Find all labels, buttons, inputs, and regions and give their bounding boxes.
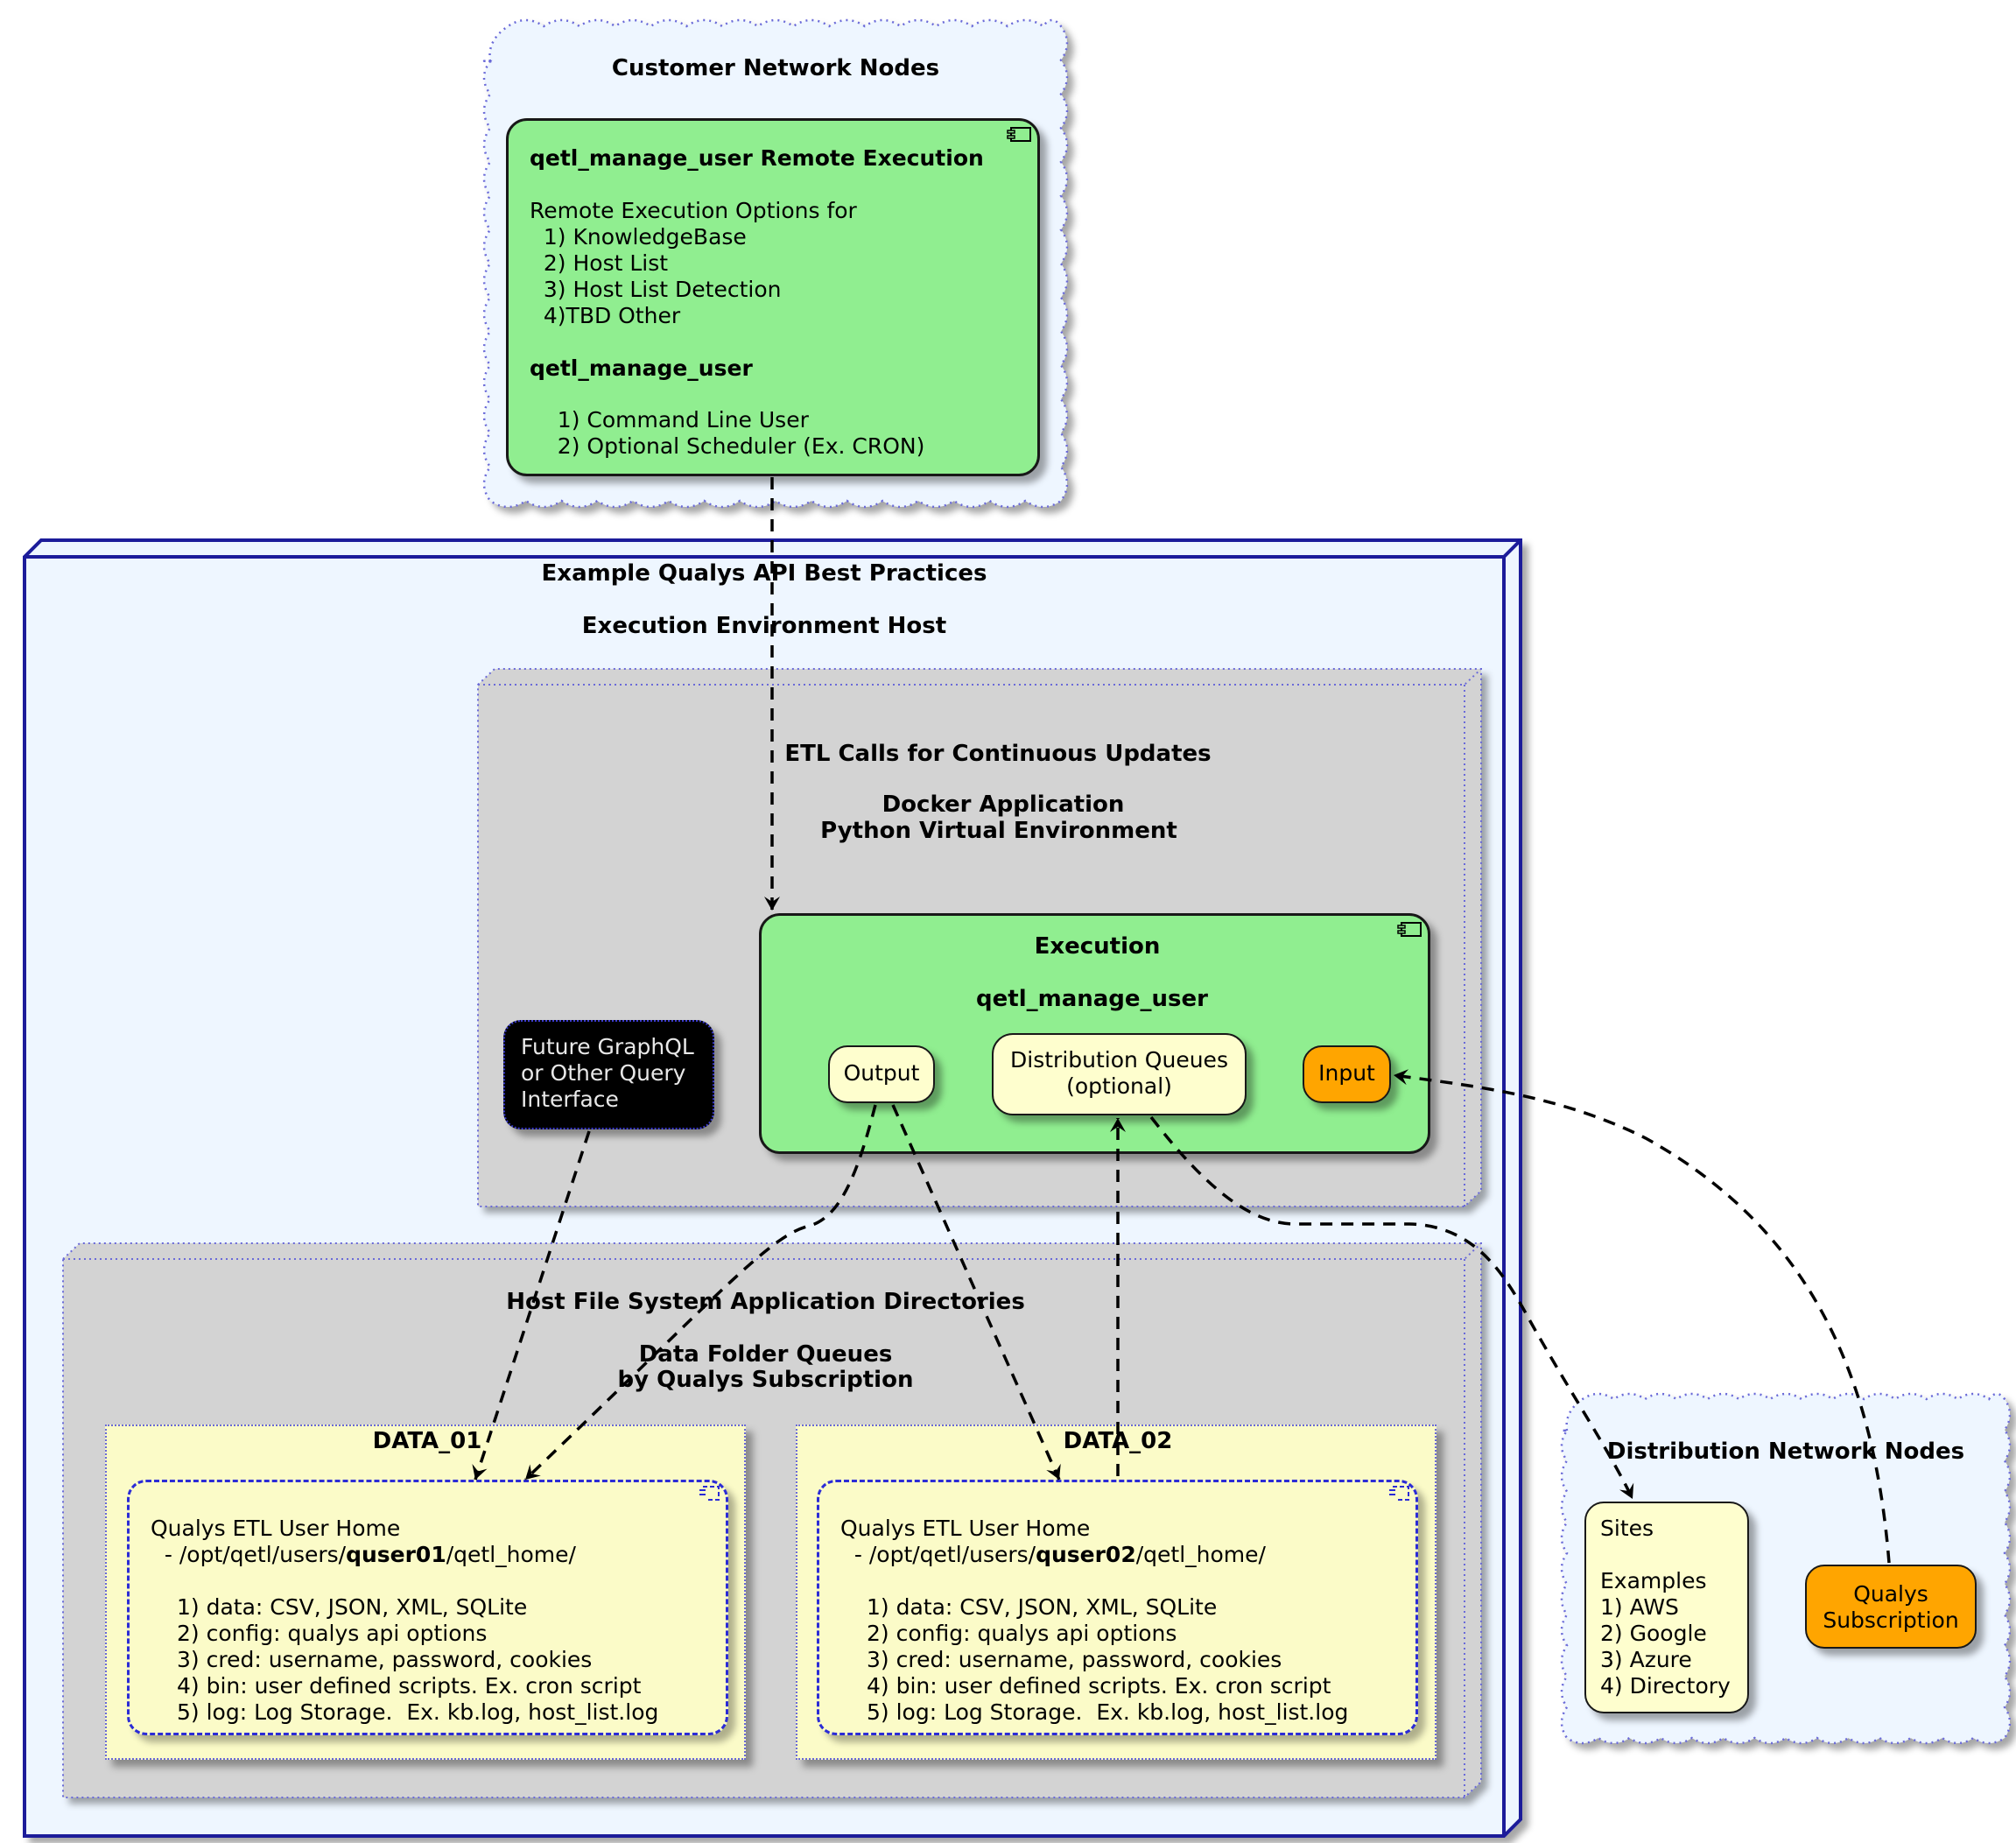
folder-item: 3) cred: username, password, cookies	[177, 1647, 593, 1672]
path-user: quser02	[1036, 1542, 1136, 1567]
user-home-title: Qualys ETL User Home	[151, 1516, 401, 1541]
input-port[interactable]: Input	[1303, 1045, 1391, 1103]
folder-item: 2) config: qualys api options	[867, 1621, 1177, 1646]
component-icon	[1389, 1486, 1409, 1501]
future-graphql-interface[interactable]: Future GraphQL or Other Query Interface	[503, 1020, 714, 1129]
component-icon	[1007, 127, 1031, 142]
folder-item: 5) log: Log Storage. Ex. kb.log, host_li…	[867, 1699, 1349, 1725]
manage-user-item: 2) Optional Scheduler (Ex. CRON)	[530, 433, 925, 459]
qualys-subscription-box[interactable]: Qualys Subscription	[1805, 1565, 1977, 1649]
graphql-line: Interface	[521, 1087, 619, 1112]
sites-text: Sites Examples 1) AWS 2) Google 3) Azure…	[1600, 1516, 1731, 1699]
path-user: quser01	[346, 1542, 446, 1567]
filesystem-node-subtitle: Data Folder Queues	[638, 1341, 893, 1368]
user-home-01[interactable]: Qualys ETL User Home - /opt/qetl/users/q…	[127, 1480, 728, 1735]
user-home-02[interactable]: Qualys ETL User Home - /opt/qetl/users/q…	[817, 1480, 1418, 1735]
subscription-line: Subscription	[1823, 1607, 1959, 1633]
distribution-queues[interactable]: Distribution Queues (optional)	[992, 1033, 1247, 1115]
user-home-text: Qualys ETL User Home - /opt/qetl/users/q…	[151, 1516, 658, 1726]
path-prefix: - /opt/qetl/users/	[840, 1542, 1036, 1567]
customer-cloud-title: Customer Network Nodes	[611, 55, 940, 81]
output-port[interactable]: Output	[828, 1045, 935, 1103]
user-home-title: Qualys ETL User Home	[840, 1516, 1091, 1541]
graphql-line: or Other Query	[521, 1060, 686, 1086]
remote-option: 1) KnowledgeBase	[530, 224, 747, 250]
sites-line: 2) Google	[1600, 1621, 1707, 1646]
output-label: Output	[843, 1060, 920, 1086]
host-node-title: Example Qualys API Best Practices	[541, 560, 987, 587]
component-icon	[1397, 922, 1422, 937]
input-label: Input	[1318, 1060, 1375, 1086]
user-home-path: - /opt/qetl/users/quser02/qetl_home/	[840, 1542, 1348, 1568]
path-suffix: /qetl_home/	[446, 1542, 576, 1567]
sites-line: Examples	[1600, 1568, 1707, 1593]
manage-user-list: 1) Command Line User 2) Optional Schedul…	[530, 407, 925, 460]
graphql-line: Future GraphQL	[521, 1034, 694, 1059]
data-folder-name: DATA_01	[372, 1428, 482, 1454]
graphql-label: Future GraphQL or Other Query Interface	[521, 1034, 694, 1113]
docker-node-subtitle: Python Virtual Environment	[820, 818, 1177, 844]
remote-options-heading: Remote Execution Options for	[530, 198, 857, 223]
manage-user-item: 1) Command Line User	[530, 407, 809, 433]
execution-subtitle: qetl_manage_user	[976, 986, 1208, 1012]
docker-node-title: Docker Application	[882, 791, 1125, 818]
filesystem-node-title: Host File System Application Directories	[506, 1289, 1025, 1315]
path-prefix: - /opt/qetl/users/	[151, 1542, 347, 1567]
folder-item: 1) data: CSV, JSON, XML, SQLite	[867, 1594, 1218, 1620]
queues-label: Distribution Queues	[1010, 1047, 1228, 1073]
folder-item: 4) bin: user defined scripts. Ex. cron s…	[177, 1673, 642, 1699]
user-home-path: - /opt/qetl/users/quser01/qetl_home/	[151, 1542, 658, 1568]
folder-item: 5) log: Log Storage. Ex. kb.log, host_li…	[177, 1699, 659, 1725]
subscription-line: Qualys	[1853, 1581, 1928, 1607]
component-icon	[699, 1486, 720, 1501]
remote-option: 3) Host List Detection	[530, 277, 782, 302]
sites-box[interactable]: Sites Examples 1) AWS 2) Google 3) Azure…	[1584, 1502, 1749, 1713]
folder-item: 3) cred: username, password, cookies	[867, 1647, 1282, 1672]
etl-calls-edge-label: ETL Calls for Continuous Updates	[784, 741, 1212, 767]
path-suffix: /qetl_home/	[1135, 1542, 1266, 1567]
user-home-text: Qualys ETL User Home - /opt/qetl/users/q…	[840, 1516, 1348, 1726]
sites-line: 3) Azure	[1600, 1647, 1692, 1672]
sites-line: 4) Directory	[1600, 1673, 1731, 1699]
distribution-cloud-title: Distribution Network Nodes	[1606, 1439, 1965, 1465]
host-node-subtitle: Execution Environment Host	[581, 613, 947, 639]
folder-item: 4) bin: user defined scripts. Ex. cron s…	[867, 1673, 1331, 1699]
queues-sublabel: (optional)	[1066, 1073, 1172, 1099]
sites-line: Sites	[1600, 1516, 1654, 1541]
sites-line	[1600, 1542, 1731, 1568]
manage-user-heading: qetl_manage_user	[530, 355, 753, 381]
remote-option: 4)TBD Other	[530, 303, 681, 328]
folder-item: 2) config: qualys api options	[177, 1621, 488, 1646]
remote-options-list: Remote Execution Options for 1) Knowledg…	[530, 198, 857, 329]
filesystem-node-subtitle-2: by Qualys Subscription	[617, 1367, 914, 1393]
folder-item: 1) data: CSV, JSON, XML, SQLite	[177, 1594, 528, 1620]
execution-title: Execution	[1034, 933, 1161, 960]
remote-execution-component[interactable]: qetl_manage_user Remote Execution Remote…	[506, 118, 1040, 476]
remote-execution-title: qetl_manage_user Remote Execution	[530, 145, 984, 171]
sites-line: 1) AWS	[1600, 1594, 1679, 1620]
data-folder-name: DATA_02	[1063, 1428, 1173, 1454]
remote-option: 2) Host List	[530, 250, 669, 276]
